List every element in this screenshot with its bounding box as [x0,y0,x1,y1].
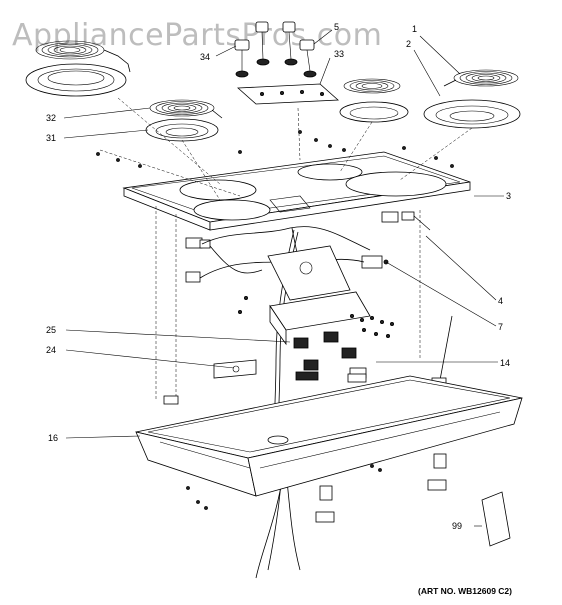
screws-cluster [237,295,394,338]
callout-34: 34 [200,52,210,62]
callout-5: 5 [334,22,339,32]
surface-unit-large-left [25,40,131,97]
screws-top [96,130,454,168]
callout-99: 99 [452,521,462,531]
bottom-box-16 [135,373,523,497]
surface-element-1 [443,69,519,87]
callout-3: 3 [506,191,511,201]
surface-element-32 [149,99,223,119]
callout-16: 16 [48,433,58,443]
callout-32: 32 [46,113,56,123]
drip-pan-31 [145,118,219,142]
terminal-blocks-left [185,237,211,283]
bracket-24 [213,359,257,379]
callout-14: 14 [500,358,510,368]
terminal-block-7 [361,255,389,269]
terminal-block-4 [381,211,431,231]
callout-1: 1 [412,24,417,34]
callout-24: 24 [46,345,56,355]
callout-31: 31 [46,133,56,143]
drip-pan-2 [423,99,521,129]
rod-right [431,315,453,387]
callout-25: 25 [46,325,56,335]
document-99 [481,491,511,547]
control-bracket [267,245,371,381]
callout-4: 4 [498,296,503,306]
callout-33: 33 [334,49,344,59]
surface-unit-right-middle [339,78,409,123]
switch-knobs [234,21,317,78]
callout-7: 7 [498,322,503,332]
cooktop-frame-3 [122,151,471,231]
watermark: AppliancePartsPros.com [12,18,382,53]
switch-bracket-33 [237,83,339,105]
bottom-hardware [186,453,447,523]
leader-lines [63,29,504,527]
callout-2: 2 [406,39,411,49]
art-number: (ART NO. WB12609 C2) [418,586,512,596]
alignment-lines [99,97,473,404]
